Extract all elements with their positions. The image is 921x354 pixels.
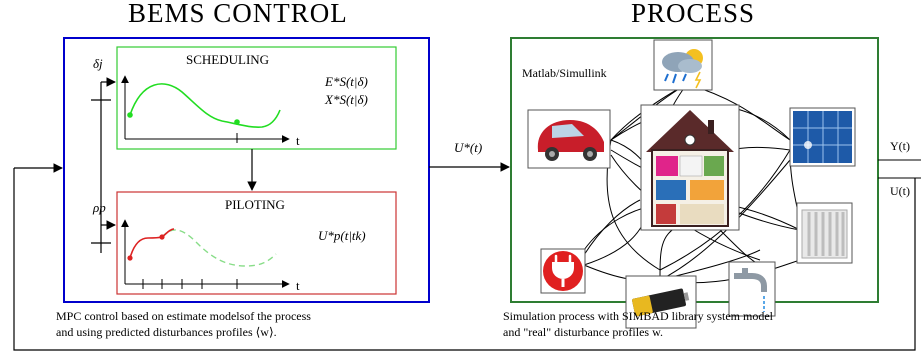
scheduling-label: SCHEDULING xyxy=(186,52,270,67)
electric-car-icon xyxy=(527,109,611,169)
process-title: PROCESS xyxy=(631,0,756,28)
scheduling-formula-state: X*S(t|δ) xyxy=(325,92,368,107)
piloting-label: PILOTING xyxy=(225,197,285,212)
output-u-label: U(t) xyxy=(890,184,910,198)
house-icon xyxy=(640,104,740,231)
scheduling-point-start xyxy=(127,112,133,118)
radiator-icon xyxy=(796,202,853,264)
scheduling-box xyxy=(116,46,397,150)
piloting-point-mid xyxy=(159,234,165,240)
control-signal-label: U*(t) xyxy=(454,140,483,155)
process-caption-line1: Simulation process with SIMBAD library s… xyxy=(503,309,773,323)
scheduling-point-end xyxy=(234,119,240,125)
piloting-rho-label: ρp xyxy=(93,200,106,215)
bems-caption: MPC control based on estimate modelsof t… xyxy=(56,308,456,340)
piloting-predicted-curve xyxy=(161,229,277,267)
scheduling-t-label: t xyxy=(296,133,300,148)
faucet-icon xyxy=(728,261,776,317)
piloting-actual-curve xyxy=(129,228,175,259)
output-y-label: Y(t) xyxy=(890,139,910,153)
bems-caption-line2: and using predicted disturbances profile… xyxy=(56,325,277,339)
bems-caption-line1: MPC control based on estimate modelsof t… xyxy=(56,309,311,323)
feedback-loop-line xyxy=(13,168,916,351)
bems-title: BEMS CONTROL xyxy=(128,0,348,28)
piloting-t-label: t xyxy=(296,278,300,293)
weather-icon xyxy=(653,39,713,91)
scheduling-delta-label: δj xyxy=(93,56,103,71)
solar-panel-icon xyxy=(789,107,856,167)
piloting-box xyxy=(116,191,397,295)
piloting-point-start xyxy=(127,255,133,261)
software-label: Matlab/Simullink xyxy=(522,66,607,80)
piloting-formula: U*p(t|tk) xyxy=(318,228,366,243)
scheduling-formula-energy: E*S(t|δ) xyxy=(325,74,368,89)
process-caption-line2: and "real" disturbance profiles w. xyxy=(503,325,663,339)
battery-icon xyxy=(625,275,697,329)
bems-box xyxy=(63,37,430,303)
plug-icon xyxy=(540,248,586,294)
scheduling-curve xyxy=(129,83,281,128)
process-caption: Simulation process with SIMBAD library s… xyxy=(503,308,903,340)
